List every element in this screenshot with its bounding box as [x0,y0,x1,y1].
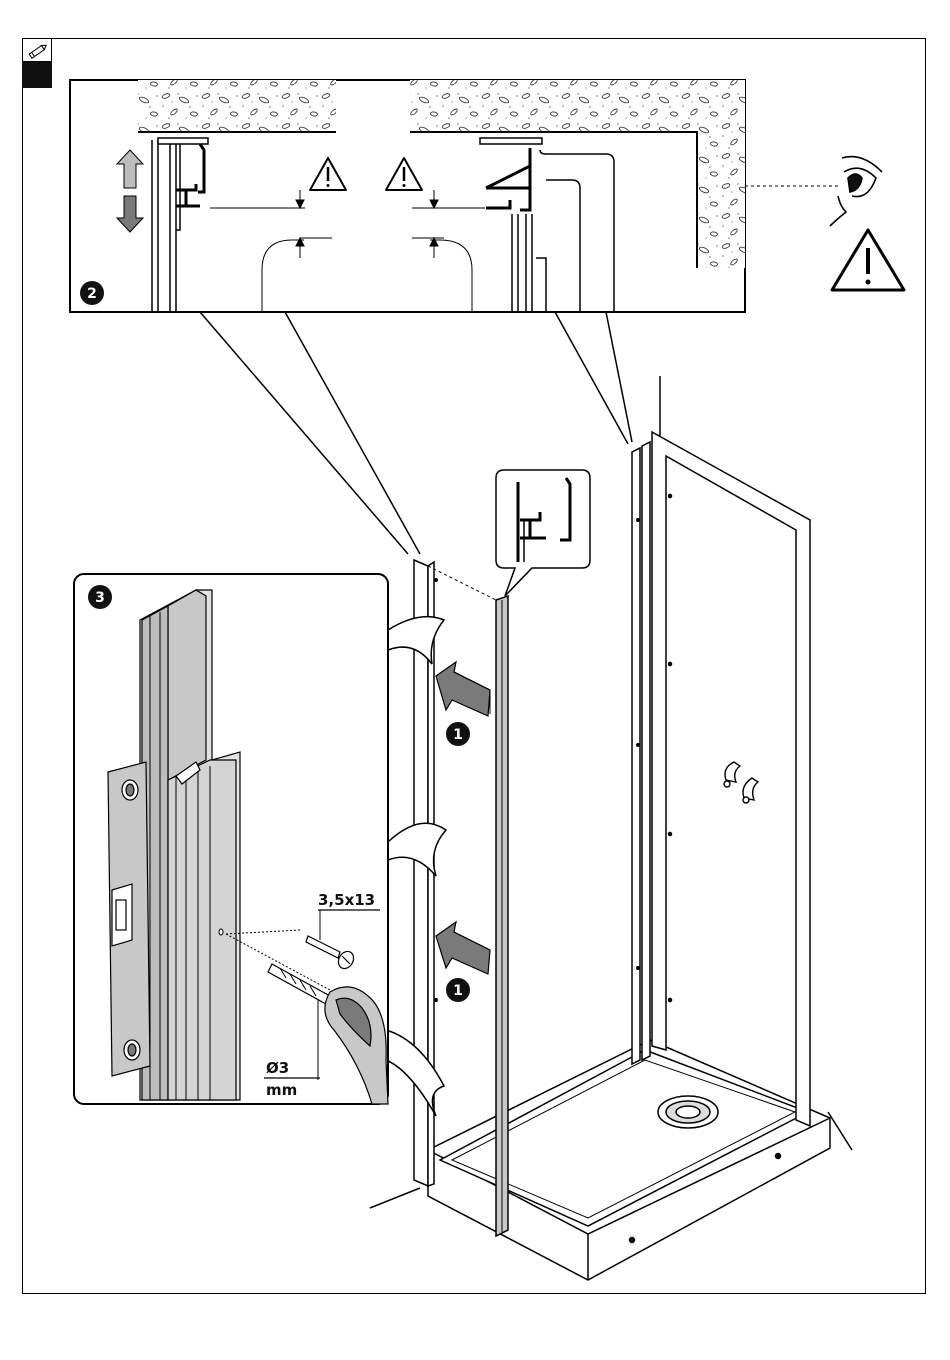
ceiling-left [138,80,336,132]
drain-icon [658,1096,718,1128]
screw-size-label: 3,5x13 [318,891,375,909]
alignment-line [428,566,496,600]
step-1-label: 1 [453,983,463,999]
step-2-label: 2 [87,286,97,302]
push-arrow-icon [436,662,490,716]
warning-icon [832,230,904,290]
push-arrow-icon [436,922,490,974]
eye-icon [830,157,882,226]
step-1-label: 1 [453,727,463,743]
detail-panel-2: 2 [70,80,745,312]
step-3-label: 3 [95,590,105,606]
spirit-level-icon [108,762,150,1076]
drill-unit-label: mm [266,1081,297,1099]
profile-callout [496,470,590,596]
drill-diameter-label: Ø3 [266,1059,289,1077]
detail-panel-3: 3,5x13 Ø3 mm 3 [74,574,388,1104]
tap-icon [724,762,758,803]
